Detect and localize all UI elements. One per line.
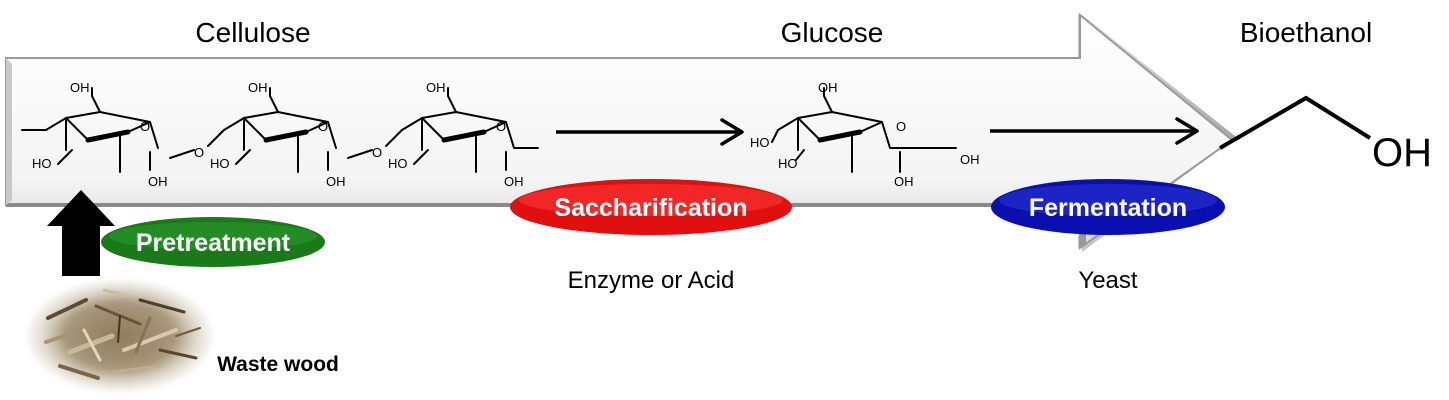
arrow-to-bioethanol — [990, 117, 1199, 145]
saccharification-badge: Saccharification — [510, 179, 792, 235]
svg-text:HO: HO — [778, 156, 798, 171]
cellulose-structure: OH O HO OH O OH O HO OH O — [21, 80, 539, 189]
svg-text:O: O — [318, 119, 328, 134]
fermentation-badge: Fermentation — [991, 179, 1225, 235]
svg-text:OH: OH — [504, 174, 524, 189]
svg-text:HO: HO — [210, 156, 230, 171]
saccharification-agent: Enzyme or Acid — [568, 267, 735, 294]
svg-text:O: O — [372, 145, 382, 160]
saccharification-label: Saccharification — [554, 194, 747, 222]
waste-wood-label: Waste wood — [217, 353, 339, 376]
svg-text:OH: OH — [426, 80, 446, 95]
svg-text:OH: OH — [70, 80, 90, 95]
fermentation-agent: Yeast — [1078, 267, 1138, 294]
svg-text:O: O — [896, 119, 906, 134]
svg-text:O: O — [140, 119, 150, 134]
pretreatment-label: Pretreatment — [136, 229, 291, 257]
glucose-structure: OH O HO HO OH OH — [750, 80, 980, 189]
svg-text:HO: HO — [32, 156, 52, 171]
pretreatment-badge: Pretreatment — [101, 217, 325, 267]
svg-text:OH: OH — [818, 80, 838, 95]
bioethanol-title: Bioethanol — [1240, 17, 1372, 48]
svg-text:O: O — [194, 145, 204, 160]
svg-text:HO: HO — [388, 156, 408, 171]
ethanol-oh-label: OH — [1372, 131, 1432, 175]
svg-text:HO: HO — [750, 135, 770, 150]
svg-text:O: O — [496, 119, 506, 134]
svg-text:OH: OH — [960, 152, 980, 167]
waste-wood-image — [28, 280, 212, 392]
ethanol-structure: OH — [1218, 95, 1432, 175]
cellulose-title: Cellulose — [195, 17, 310, 48]
arrow-to-glucose — [556, 118, 744, 146]
svg-text:OH: OH — [894, 174, 914, 189]
svg-text:OH: OH — [148, 174, 168, 189]
glucose-title: Glucose — [781, 17, 884, 48]
svg-text:OH: OH — [326, 174, 346, 189]
fermentation-label: Fermentation — [1029, 194, 1187, 222]
up-arrow — [47, 190, 115, 276]
svg-text:OH: OH — [248, 80, 268, 95]
